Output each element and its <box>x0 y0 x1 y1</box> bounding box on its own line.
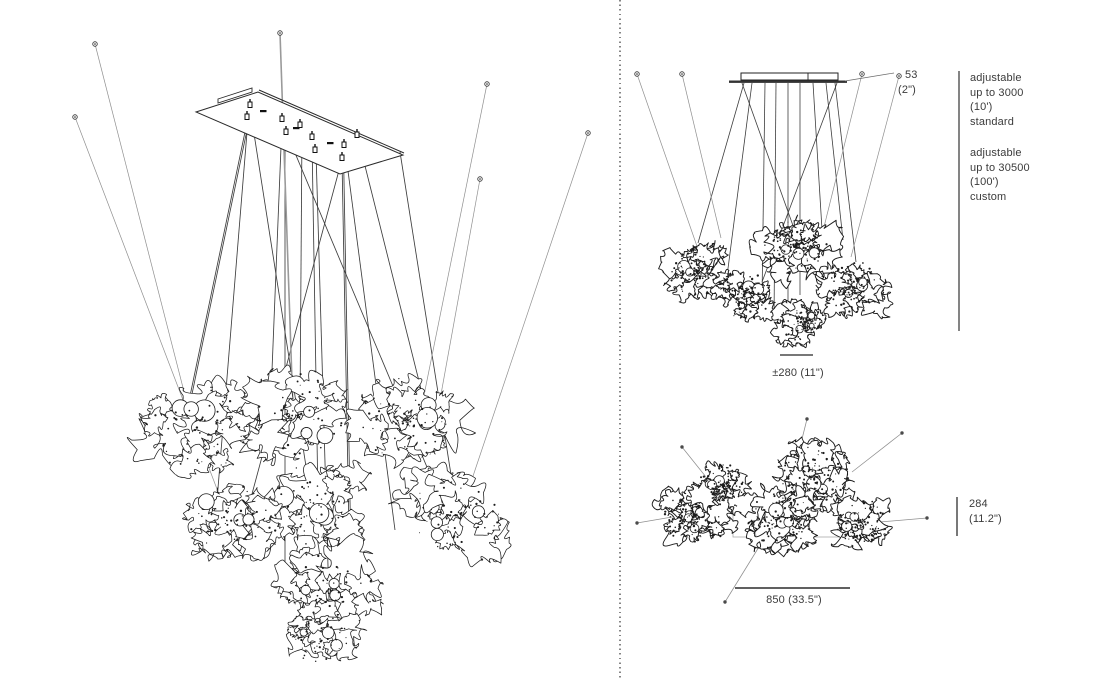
coral-cluster <box>769 298 827 349</box>
coral-cluster <box>814 261 894 320</box>
plan-view-drawing <box>635 417 958 604</box>
coral-cluster <box>285 612 368 663</box>
suspension-note-custom: adjustable up to 30500 (100') custom <box>970 147 1030 203</box>
canopy-thickness-dimension: 53 (2") <box>898 68 918 97</box>
coral-cluster <box>709 268 778 323</box>
coral-cluster <box>744 482 824 558</box>
suspension-note-standard: adjustable up to 3000 (10') standard <box>970 72 1024 128</box>
coral-cluster <box>126 374 263 479</box>
plan-height-in: (11.2") <box>969 512 1002 525</box>
coral-cluster <box>830 495 893 551</box>
anchor-points <box>635 417 929 604</box>
ceiling-anchor-wires <box>636 73 900 258</box>
coral-cluster <box>182 483 283 562</box>
cluster-drop-dimension: ±280 (11") <box>772 367 824 379</box>
front-elevation-drawing <box>634 71 960 356</box>
coral-cluster <box>344 373 476 469</box>
coral-cluster <box>658 240 729 304</box>
coral-cluster <box>748 214 845 290</box>
ceiling-canopy <box>729 72 847 83</box>
coral-clusters <box>658 214 894 349</box>
canopy-thickness-mm: 53 <box>905 69 918 81</box>
ceiling-canopy <box>194 87 405 175</box>
canopy-fittings <box>244 99 360 161</box>
thickness-leader-line <box>844 72 895 82</box>
plan-width-dimension: 850 (33.5") <box>766 594 822 606</box>
dimension-marks <box>735 497 958 589</box>
dimension-marks <box>780 71 960 356</box>
coral-cluster <box>681 460 760 518</box>
canopy-thickness-in: (2") <box>898 83 916 96</box>
coral-cluster <box>388 461 512 568</box>
plan-height-dimension: 284 (11.2") <box>969 497 1002 526</box>
anchor-lines <box>636 418 928 603</box>
ceiling-anchors <box>72 30 591 182</box>
plan-height-mm: 284 <box>969 498 988 510</box>
coral-cluster <box>239 364 348 467</box>
coral-cluster <box>270 533 384 627</box>
coral-clusters <box>126 364 512 663</box>
ceiling-anchors <box>634 71 902 79</box>
coral-cluster <box>236 459 372 562</box>
panel-divider <box>619 0 621 680</box>
coral-clusters <box>651 436 893 558</box>
perspective-view-drawing <box>72 30 591 663</box>
